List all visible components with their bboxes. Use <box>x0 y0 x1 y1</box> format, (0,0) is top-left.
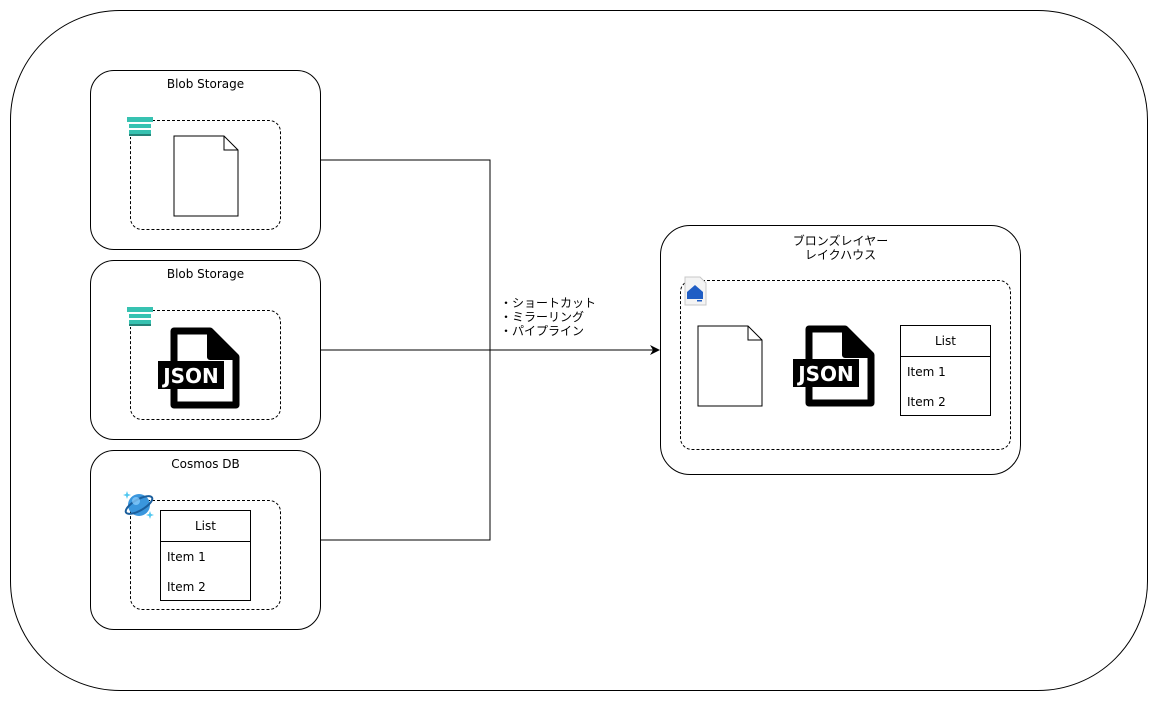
label-shortcut: ・ショートカット <box>500 296 597 310</box>
storage-account-icon <box>127 307 153 327</box>
json-file-icon: JSON <box>158 327 240 409</box>
cosmos-db-container <box>130 500 281 610</box>
outer-frame <box>10 10 1148 691</box>
lakehouse-container <box>680 280 1011 450</box>
json-label: JSON <box>796 362 854 386</box>
json-file-icon: JSON <box>793 325 875 407</box>
lakehouse-title-line1: ブロンズレイヤー <box>792 234 889 248</box>
label-pipeline: ・パイプライン <box>500 324 585 338</box>
document-icon <box>697 325 763 407</box>
connector-labels: ・ショートカット ・ミラーリング ・パイプライン <box>500 296 596 338</box>
cosmos-db-icon <box>123 491 154 519</box>
lakehouse-icon <box>684 276 707 306</box>
cosmos-db-title: Cosmos DB <box>171 457 240 471</box>
blob-storage-1-title: Blob Storage <box>166 77 245 91</box>
list-header: List <box>901 326 990 357</box>
document-icon <box>173 135 239 217</box>
storage-account-icon <box>127 117 153 137</box>
blob-storage-2-container <box>130 310 281 420</box>
list-item: Item 2 <box>167 580 206 594</box>
label-mirroring: ・ミラーリング <box>500 310 585 324</box>
connector-blob-1 <box>320 159 491 350</box>
lakehouse-list: List Item 1 Item 2 <box>900 325 991 416</box>
json-label: JSON <box>161 364 219 388</box>
connector-cosmos <box>320 350 491 541</box>
blob-storage-1-container <box>130 120 281 230</box>
cosmos-list: List Item 1 Item 2 <box>160 510 251 601</box>
list-item: Item 1 <box>167 550 206 564</box>
blob-storage-2-title: Blob Storage <box>166 267 245 281</box>
list-item: Item 1 <box>907 365 946 379</box>
list-header: List <box>161 511 250 542</box>
list-item: Item 2 <box>907 395 946 409</box>
lakehouse-title-line2: レイクハウス <box>804 248 877 262</box>
